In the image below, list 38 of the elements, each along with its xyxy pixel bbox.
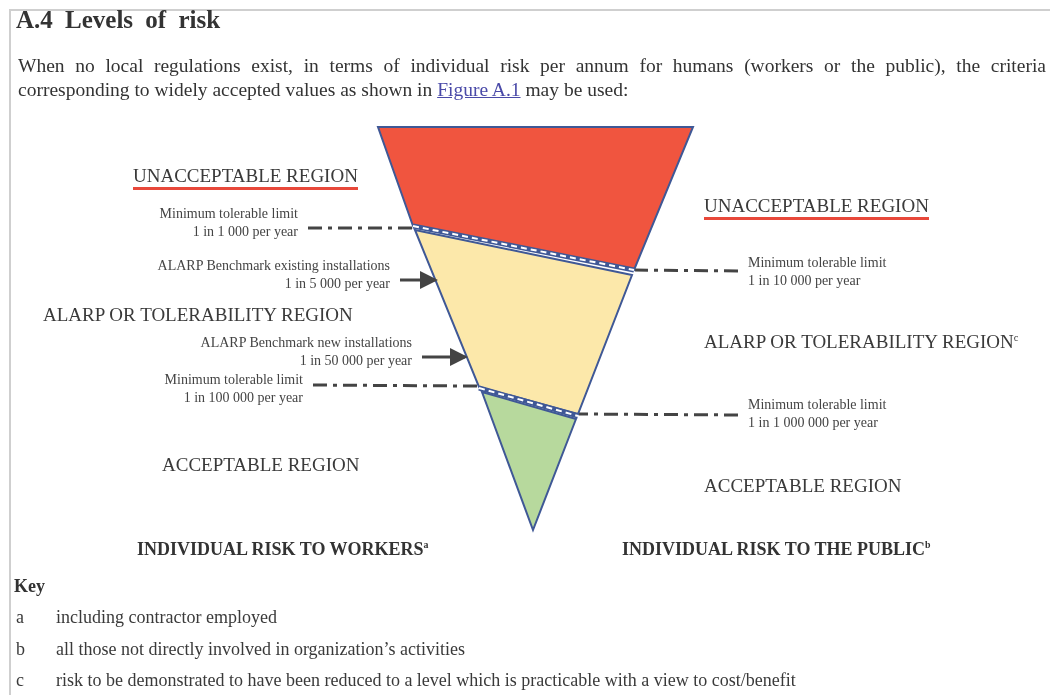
limit-label: 1 in 5 000 per year (283, 275, 390, 293)
region-label: ACCEPTABLE REGION (162, 454, 360, 476)
region-label: UNACCEPTABLE REGION (133, 165, 358, 190)
limit-label: ALARP Benchmark existing installations (157, 257, 390, 275)
axis-caption: INDIVIDUAL RISK TO WORKERS$^{a}$ (137, 538, 429, 560)
limit-label: ALARP Benchmark new installations (200, 334, 412, 352)
intro-paragraph: When no local regulations exist, in terms of individual risk per annum for humans (workers or the public), the criteria corresponding to widely accepted values as shown in Figure A.1 may be used: (18, 54, 1046, 102)
key-letter: b (16, 638, 25, 660)
region-label: ACCEPTABLE REGION (704, 475, 902, 497)
limit-label: 1 in 1 000 per year (191, 223, 298, 241)
leader-line (308, 226, 412, 230)
arrow (400, 271, 438, 290)
limit-label: 1 in 10 000 per year (748, 272, 862, 290)
key-letter: c (16, 669, 24, 691)
risk-region (413, 228, 634, 419)
key-text: including contractor employed (56, 606, 277, 628)
region-label: ALARP OR TOLERABILITY REGION (43, 304, 353, 326)
figure-link: Figure A.1 (437, 79, 521, 100)
key-text: all those not directly involved in organization’s activities (56, 638, 466, 660)
section-heading: A.4 Levels of risk (16, 6, 221, 34)
limit-label: 1 in 50 000 per year (298, 352, 412, 370)
region-label: UNACCEPTABLE REGION (704, 195, 929, 220)
axis-caption: INDIVIDUAL RISK TO THE PUBLIC$^{b}$ (622, 538, 931, 560)
limit-label: Minimum tolerable limit (748, 396, 887, 414)
key-letter: a (16, 606, 24, 628)
leader-line (313, 383, 478, 388)
limit-label: 1 in 1 000 000 per year (748, 414, 879, 432)
region-label: ALARP OR TOLERABILITY REGION$^{c}$ (704, 331, 1019, 353)
limit-label: Minimum tolerable limit (159, 205, 298, 223)
arrow (422, 347, 468, 366)
limit-label: Minimum tolerable limit (748, 254, 887, 272)
leader-line (635, 268, 738, 273)
leader-line (579, 412, 738, 417)
risk-region (480, 390, 578, 533)
limit-label: Minimum tolerable limit (164, 371, 303, 389)
key-text: risk to be demonstrated to have been reduced to a level which is practicable with a view to cost/benefit (56, 669, 796, 691)
key-heading: Key (14, 575, 45, 597)
limit-label: 1 in 100 000 per year (182, 389, 303, 407)
